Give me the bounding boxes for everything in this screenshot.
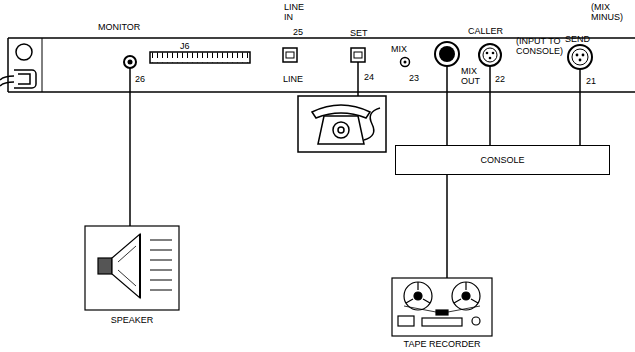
jack-label: 21 <box>586 76 596 86</box>
jack-label: 22 <box>495 74 505 84</box>
jack-label: MIX OUT <box>461 66 491 86</box>
jack-label: LINE IN <box>284 2 310 22</box>
jack-label: (INPUT TO CONSOLE) <box>516 36 568 56</box>
jack-label: J6 <box>180 41 190 51</box>
speaker: SPEAKER <box>80 312 184 328</box>
console-box: CONSOLE <box>395 145 610 175</box>
jack-label: 25 <box>293 27 303 37</box>
jack-label: (MIX MINUS) <box>591 2 631 22</box>
node-label: TAPE RECORDER <box>404 339 481 349</box>
jack-label: 23 <box>409 73 419 83</box>
tape-recorder: TAPE RECORDER <box>382 337 502 350</box>
jack-label: SEND <box>565 34 590 44</box>
jack-label: 24 <box>364 72 374 82</box>
jack-label: 26 <box>135 74 145 84</box>
node-label: SPEAKER <box>111 315 154 325</box>
jack-label: CALLER <box>468 26 503 36</box>
jack-label: MONITOR <box>98 22 140 32</box>
jack-label: LINE <box>283 74 303 84</box>
jack-label: SET <box>350 28 368 38</box>
node-label: CONSOLE <box>480 155 524 165</box>
jack-label: MIX <box>391 44 407 54</box>
